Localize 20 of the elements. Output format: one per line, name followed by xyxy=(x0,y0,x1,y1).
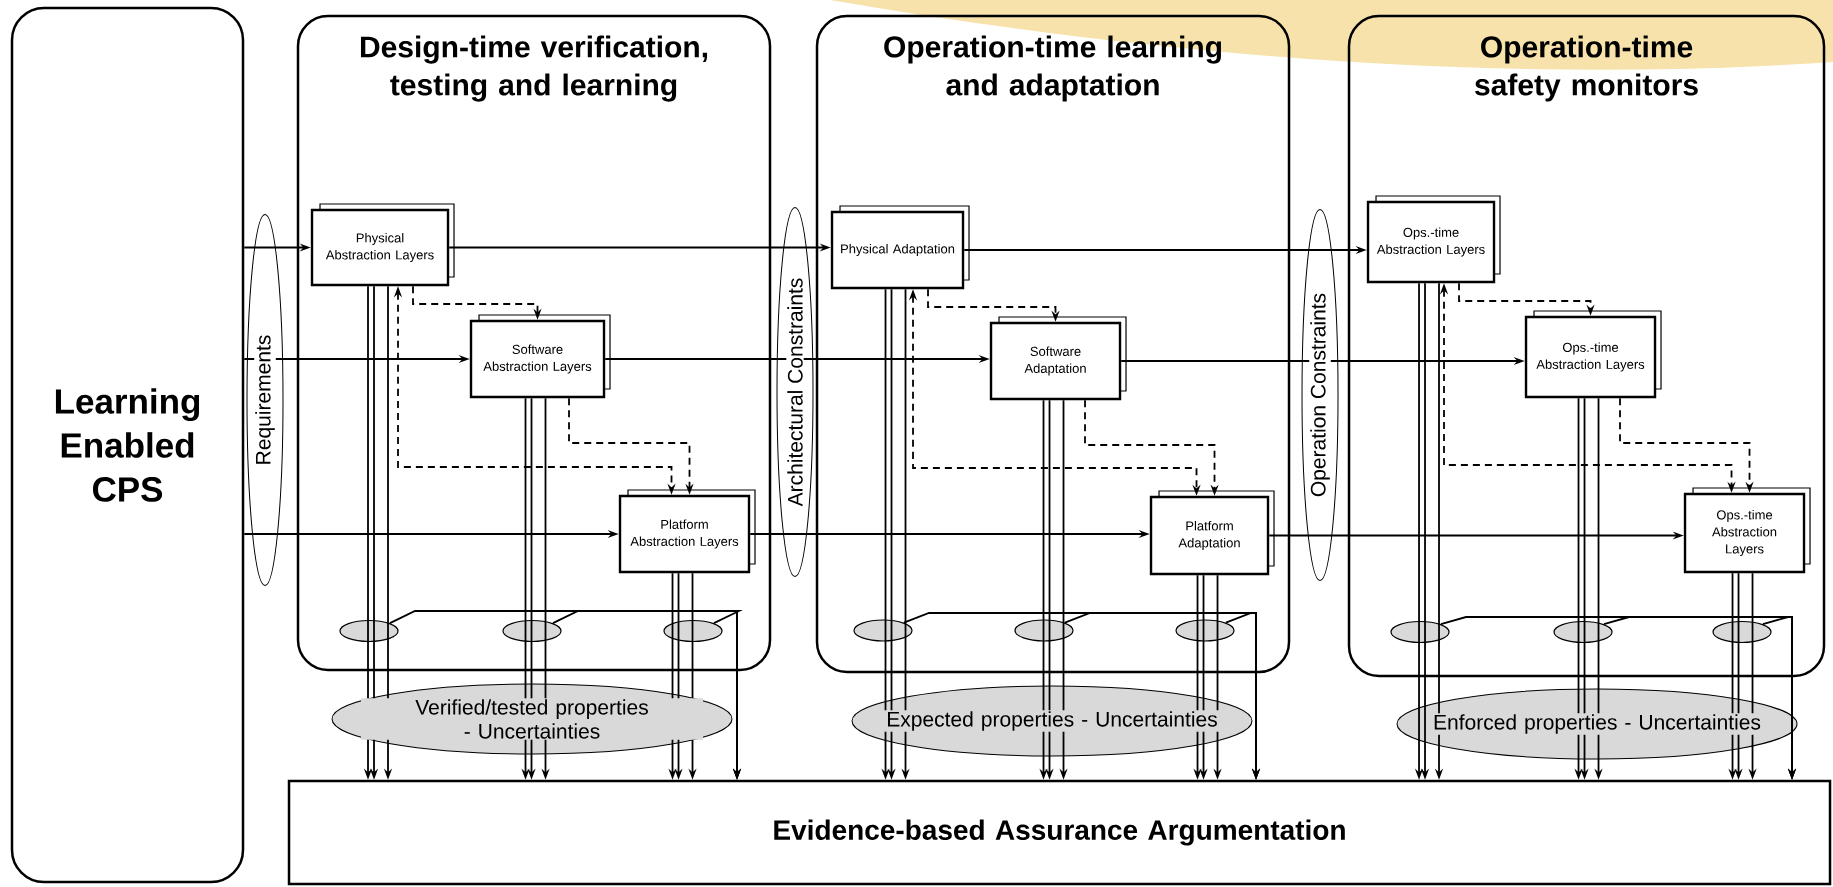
stacked-box: Software Abstraction Layers xyxy=(469,314,611,399)
small-ellipse xyxy=(663,619,723,643)
small-ellipse xyxy=(339,619,399,643)
small-ellipse xyxy=(1014,619,1074,642)
small-ellipse xyxy=(1553,620,1613,644)
small-ellipse xyxy=(1712,620,1772,644)
stacked-box: Ops.-time Abstraction Layers xyxy=(1683,487,1811,574)
stacked-box: Ops.-time Abstraction Layers xyxy=(1366,195,1501,284)
stacked-box: Platform Adaptation xyxy=(1149,490,1275,576)
stacked-box: Software Adaptation xyxy=(989,316,1127,401)
stacked-box: Platform Abstraction Layers xyxy=(618,489,756,574)
small-ellipse xyxy=(502,619,562,643)
stacked-box: Physical Adaptation xyxy=(830,205,970,290)
rounded-box: Learning Enabled CPS xyxy=(10,6,245,884)
small-ellipse xyxy=(1390,620,1450,644)
small-ellipse xyxy=(1175,619,1235,642)
assurance-box: Evidence-based Assurance Argumentation xyxy=(287,779,1832,886)
stacked-box: Ops.-time Abstraction Layers xyxy=(1524,310,1662,399)
stacked-box: Physical Abstraction Layers xyxy=(310,203,455,287)
small-ellipse xyxy=(853,619,913,642)
